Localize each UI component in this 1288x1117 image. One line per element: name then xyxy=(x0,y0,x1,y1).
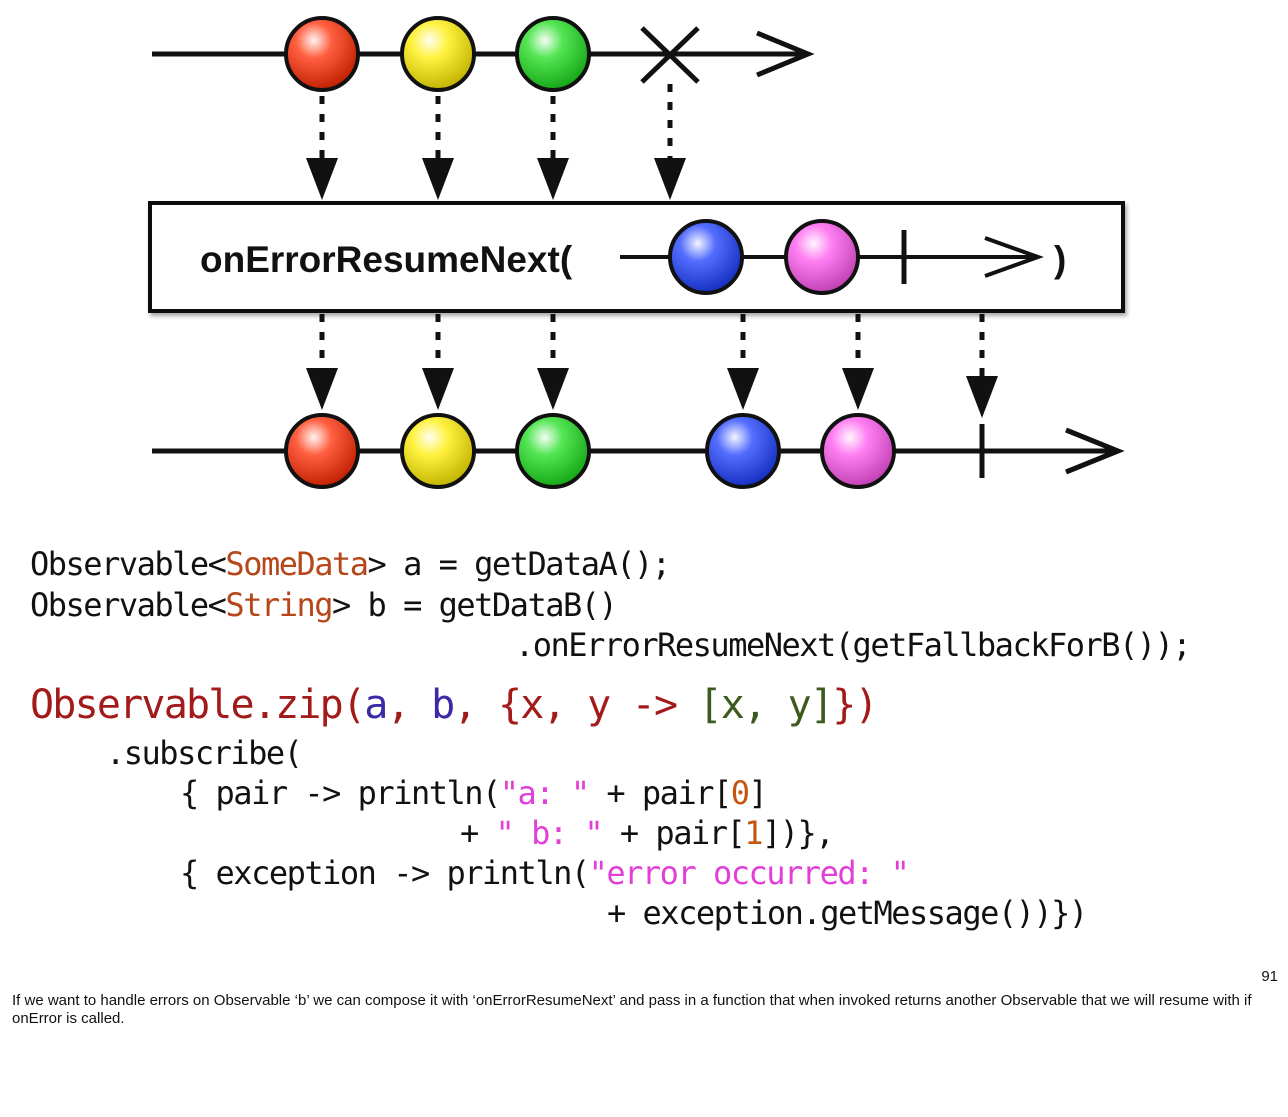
code-token: + pair[ xyxy=(602,814,746,852)
code-line: .onErrorResumeNext(getFallbackForB()); xyxy=(515,626,1192,664)
code-token: " b: " xyxy=(495,814,604,852)
code-token: + xyxy=(460,814,496,852)
code-token: , {x, y -> xyxy=(453,682,699,728)
source-timeline xyxy=(152,16,815,92)
result-timeline xyxy=(152,413,1125,489)
code-token: }) xyxy=(832,682,878,728)
code-token: Observable< xyxy=(30,586,227,624)
dotted-arrow xyxy=(842,314,874,410)
code-token: .onErrorResumeNext(getFallbackForB()); xyxy=(515,626,1192,664)
code-token: "error occurred: " xyxy=(588,854,910,892)
operator-to-result-arrows xyxy=(306,314,998,418)
code-token: ])}, xyxy=(762,814,835,852)
code-line: { exception -> println("error occurred: … xyxy=(180,854,910,892)
dotted-arrow xyxy=(654,84,686,200)
code-line: Observable.zip(a, b, {x, y -> [x, y]}) xyxy=(30,682,879,728)
page-number: 91 xyxy=(1261,968,1278,985)
dotted-arrow xyxy=(537,96,569,200)
code-token: 0 xyxy=(730,774,750,812)
code-token: + exception.getMessage())}) xyxy=(607,894,1088,932)
fallback-blue-marble xyxy=(668,219,744,295)
code-token: String xyxy=(225,586,333,624)
code-line: + " b: " + pair[1])}, xyxy=(460,814,835,852)
code-token: > b = getDataB() xyxy=(332,586,618,624)
source-red-marble xyxy=(284,16,360,92)
dotted-arrow xyxy=(727,314,759,410)
source-to-operator-arrows xyxy=(306,84,686,200)
result-pink-marble xyxy=(820,413,896,489)
code-token: > a = getDataA(); xyxy=(367,545,672,583)
operator-label: onErrorResumeNext( xyxy=(200,239,573,280)
source-yellow-marble xyxy=(400,16,476,92)
code-line: { pair -> println("a: " + pair[0] xyxy=(180,774,768,812)
dotted-arrow xyxy=(306,314,338,410)
code-token: { exception -> println( xyxy=(180,854,590,892)
dotted-arrow xyxy=(537,314,569,410)
result-red-marble xyxy=(284,413,360,489)
dotted-arrow xyxy=(422,314,454,410)
code-line: .subscribe( xyxy=(106,734,303,772)
code-token: "a: " xyxy=(499,774,590,812)
result-green-marble xyxy=(515,413,591,489)
code-token: Observable.zip( xyxy=(30,682,366,728)
code-line: Observable<String> b = getDataB() xyxy=(30,586,618,624)
code-token: { pair -> println( xyxy=(180,774,501,812)
code-token: a xyxy=(364,682,388,728)
code-token: + pair[ xyxy=(588,774,732,812)
dotted-arrow xyxy=(306,96,338,200)
code-token: [x, y] xyxy=(698,682,834,728)
code-token: , xyxy=(386,682,432,728)
code-line: + exception.getMessage())}) xyxy=(607,894,1088,932)
code-token: ] xyxy=(748,774,768,812)
code-token: .subscribe( xyxy=(106,734,303,772)
fallback-pink-marble xyxy=(784,219,860,295)
dotted-arrow xyxy=(966,314,998,418)
code-token: b xyxy=(431,682,455,728)
code-token: 1 xyxy=(744,814,763,852)
result-blue-marble xyxy=(705,413,781,489)
marble-diagram: onErrorResumeNext( ) xyxy=(148,16,1125,489)
operator-close-paren: ) xyxy=(1054,239,1066,280)
speaker-notes: If we want to handle errors on Observabl… xyxy=(12,992,1252,1027)
code-token: SomeData xyxy=(225,545,369,583)
source-green-marble xyxy=(515,16,591,92)
fallback-timeline xyxy=(620,219,1044,295)
code-line: Observable<SomeData> a = getDataA(); xyxy=(30,545,672,583)
code-token: Observable< xyxy=(30,545,227,583)
result-yellow-marble xyxy=(400,413,476,489)
dotted-arrow xyxy=(422,96,454,200)
error-x-icon xyxy=(640,26,700,84)
